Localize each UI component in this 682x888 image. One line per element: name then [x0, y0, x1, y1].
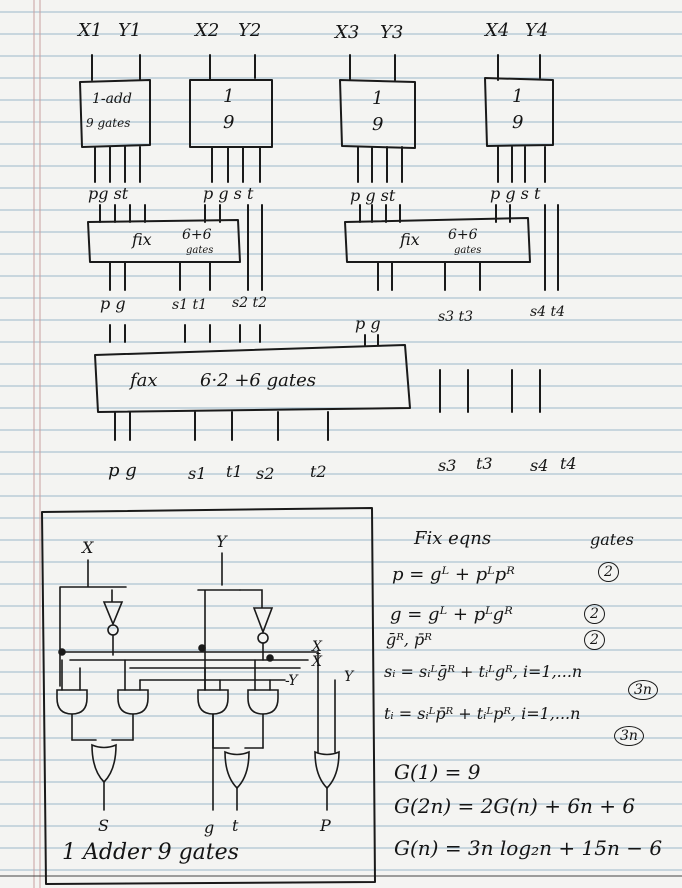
row1-out-1: pg st [88, 184, 129, 203]
adder-3-line1: 1 [372, 88, 384, 109]
recurrence-base: G(1) = 9 [394, 760, 481, 784]
row2-out-s1t1: s1 t1 [172, 297, 208, 313]
adder-2-line2: 9 [223, 112, 235, 133]
input-y1: Y1 [118, 20, 142, 41]
eq-g-gates: 2 [584, 604, 605, 624]
input-x2: X2 [195, 20, 220, 41]
row3-out-s3: s3 [438, 456, 457, 475]
fix-output-wires [109, 261, 481, 346]
eq-t-gates: 3n [614, 726, 644, 746]
eq-neg-gates: 2 [584, 630, 605, 650]
recurrence-step: G(2n) = 2G(n) + 6n + 6 [394, 794, 636, 818]
fix-left-label: fix [132, 230, 152, 249]
adder-1-line2: 9 gates [86, 116, 131, 130]
circuit-frame [41, 507, 376, 885]
adder-box-4 [484, 77, 554, 147]
circuit-input-y: Y [216, 532, 227, 551]
input-y2: Y2 [238, 20, 262, 41]
fix-left-unit: gates [186, 245, 214, 256]
circuit-output-p: P [320, 816, 331, 835]
row3-out-t1: t1 [226, 462, 243, 481]
eq-t: tᵢ = sᵢᴸp̄ᴿ + tᵢᴸpᴿ, i=1,...n [384, 704, 581, 723]
row1-out-3: p g st [350, 186, 396, 205]
adder-1-line1: 1-add [92, 91, 132, 107]
row3-out-s4: s4 [530, 456, 549, 475]
adder-2-line1: 1 [223, 86, 235, 107]
eq-g: g = gᴸ + pᴸgᴿ [390, 604, 513, 625]
adder-3-line2: 9 [372, 114, 384, 135]
or-gate-2 [224, 750, 250, 790]
row3-out-s2: s2 [256, 464, 275, 483]
fix-big-expr: 6·2 +6 gates [200, 370, 316, 391]
circuit-side-x: X [312, 639, 322, 655]
circuit-caption: 1 Adder 9 gates [62, 840, 239, 865]
eq-p-gates: 2 [598, 562, 619, 582]
eq-header-right: gates [590, 530, 634, 549]
fix-box-right [344, 217, 531, 263]
big-box-side-wires [114, 369, 541, 441]
fix-big-label: fax [130, 370, 158, 391]
circuit-input-x: X [82, 538, 94, 557]
row3-out-s1: s1 [188, 464, 207, 483]
adder-box-3 [339, 79, 416, 149]
row2-out-s4t4: s4 t4 [530, 304, 566, 320]
row3-out-pg: p g [108, 460, 137, 481]
circuit-side-neg-y: -Y [285, 673, 298, 689]
or-gate-3 [314, 750, 340, 790]
adder-box-1 [79, 79, 151, 148]
eq-p: p = gᴸ + pᴸpᴿ [392, 564, 515, 585]
fix-box-left [87, 219, 241, 263]
row2-out-pg-left: p g [100, 294, 126, 313]
or-gate-1 [91, 743, 117, 784]
circuit-side-xbar: X̄ [312, 654, 322, 670]
circuit-side-y: Y [344, 669, 354, 685]
circuit-output-g: g [204, 818, 215, 837]
fix-input-wires [99, 204, 559, 291]
row1-out-2: p g s t [203, 184, 254, 203]
row3-out-t4: t4 [560, 454, 577, 473]
input-wires [91, 54, 541, 81]
adder-4-line2: 9 [512, 112, 524, 133]
row1-out-4: p g s t [490, 184, 541, 203]
fix-right-label: fix [400, 230, 420, 249]
circuit-output-s: S [98, 816, 109, 835]
fix-box-big [94, 344, 411, 413]
input-y3: Y3 [380, 22, 404, 43]
fix-left-value: 6+6 [182, 227, 212, 243]
row3-out-t2: t2 [310, 462, 327, 481]
fix-right-unit: gates [454, 245, 482, 256]
adder-output-wires [94, 146, 546, 183]
adder-boxes [79, 77, 554, 149]
row2-out-s3t3: s3 t3 [438, 309, 474, 325]
fix-boxes-small [87, 217, 531, 263]
row2-out-pg-right: p g [355, 314, 381, 333]
input-x4: X4 [485, 20, 510, 41]
row2-out-s2t2: s2 t2 [232, 295, 268, 311]
eq-s-gates: 3n [628, 680, 658, 700]
circuit-drawing [56, 552, 340, 811]
input-x1: X1 [78, 20, 103, 41]
eq-header-left: Fix eqns [414, 528, 492, 549]
circuit-output-t: t [232, 816, 239, 835]
recurrence-closed: G(n) = 3n log₂n + 15n − 6 [394, 836, 663, 860]
eq-s: sᵢ = sᵢᴸḡᴿ + tᵢᴸgᴿ, i=1,...n [384, 662, 583, 681]
input-y4: Y4 [525, 20, 549, 41]
input-x3: X3 [335, 22, 360, 43]
adder-4-line1: 1 [512, 86, 524, 107]
row3-out-t3: t3 [476, 454, 493, 473]
eq-neg: ḡᴿ, p̄ᴿ [386, 630, 432, 649]
fix-right-value: 6+6 [448, 227, 478, 243]
adder-box-2 [189, 79, 273, 148]
